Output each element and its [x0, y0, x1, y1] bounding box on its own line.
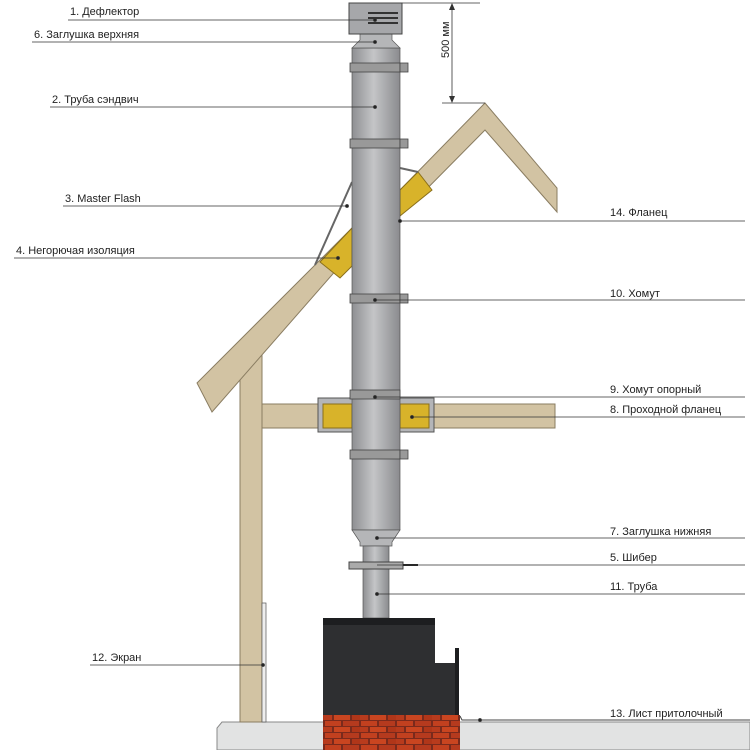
- stove: [323, 618, 435, 715]
- brick-base: [323, 715, 460, 750]
- floor-slab: [216, 721, 750, 750]
- label-clamp: 10. Хомут: [610, 288, 660, 300]
- label-top-cap: 6. Заглушка верхняя: [34, 29, 140, 41]
- label-deflector: 1. Дефлектор: [70, 6, 140, 18]
- label-insulation: 4. Негорючая изоляция: [16, 245, 135, 257]
- wall-post: [239, 351, 263, 723]
- label-sandwich-pipe: 2. Труба сэндвич: [52, 94, 139, 106]
- label-master-flash: 3. Master Flash: [65, 193, 141, 205]
- label-ceiling-sheet: 13. Лист притолочный: [610, 708, 723, 720]
- label-flange: 14. Фланец: [610, 207, 668, 219]
- master-flash: [314, 181, 353, 266]
- label-pass-flange: 8. Проходной фланец: [610, 404, 722, 416]
- label-screen: 12. Экран: [92, 652, 142, 664]
- screen: [261, 602, 267, 723]
- label-damper: 5. Шибер: [610, 552, 657, 564]
- dimension-label: 500 мм: [440, 21, 452, 58]
- leader-lines: [14, 18, 745, 722]
- label-pipe: 11. Труба: [610, 581, 658, 593]
- label-support-clamp: 9. Хомут опорный: [610, 384, 702, 396]
- damper: [348, 561, 404, 570]
- ceiling-sheet: [459, 715, 750, 721]
- small-pipe: [362, 545, 390, 619]
- label-bottom-cap: 7. Заглушка нижняя: [610, 526, 712, 538]
- right-roof: [399, 102, 558, 218]
